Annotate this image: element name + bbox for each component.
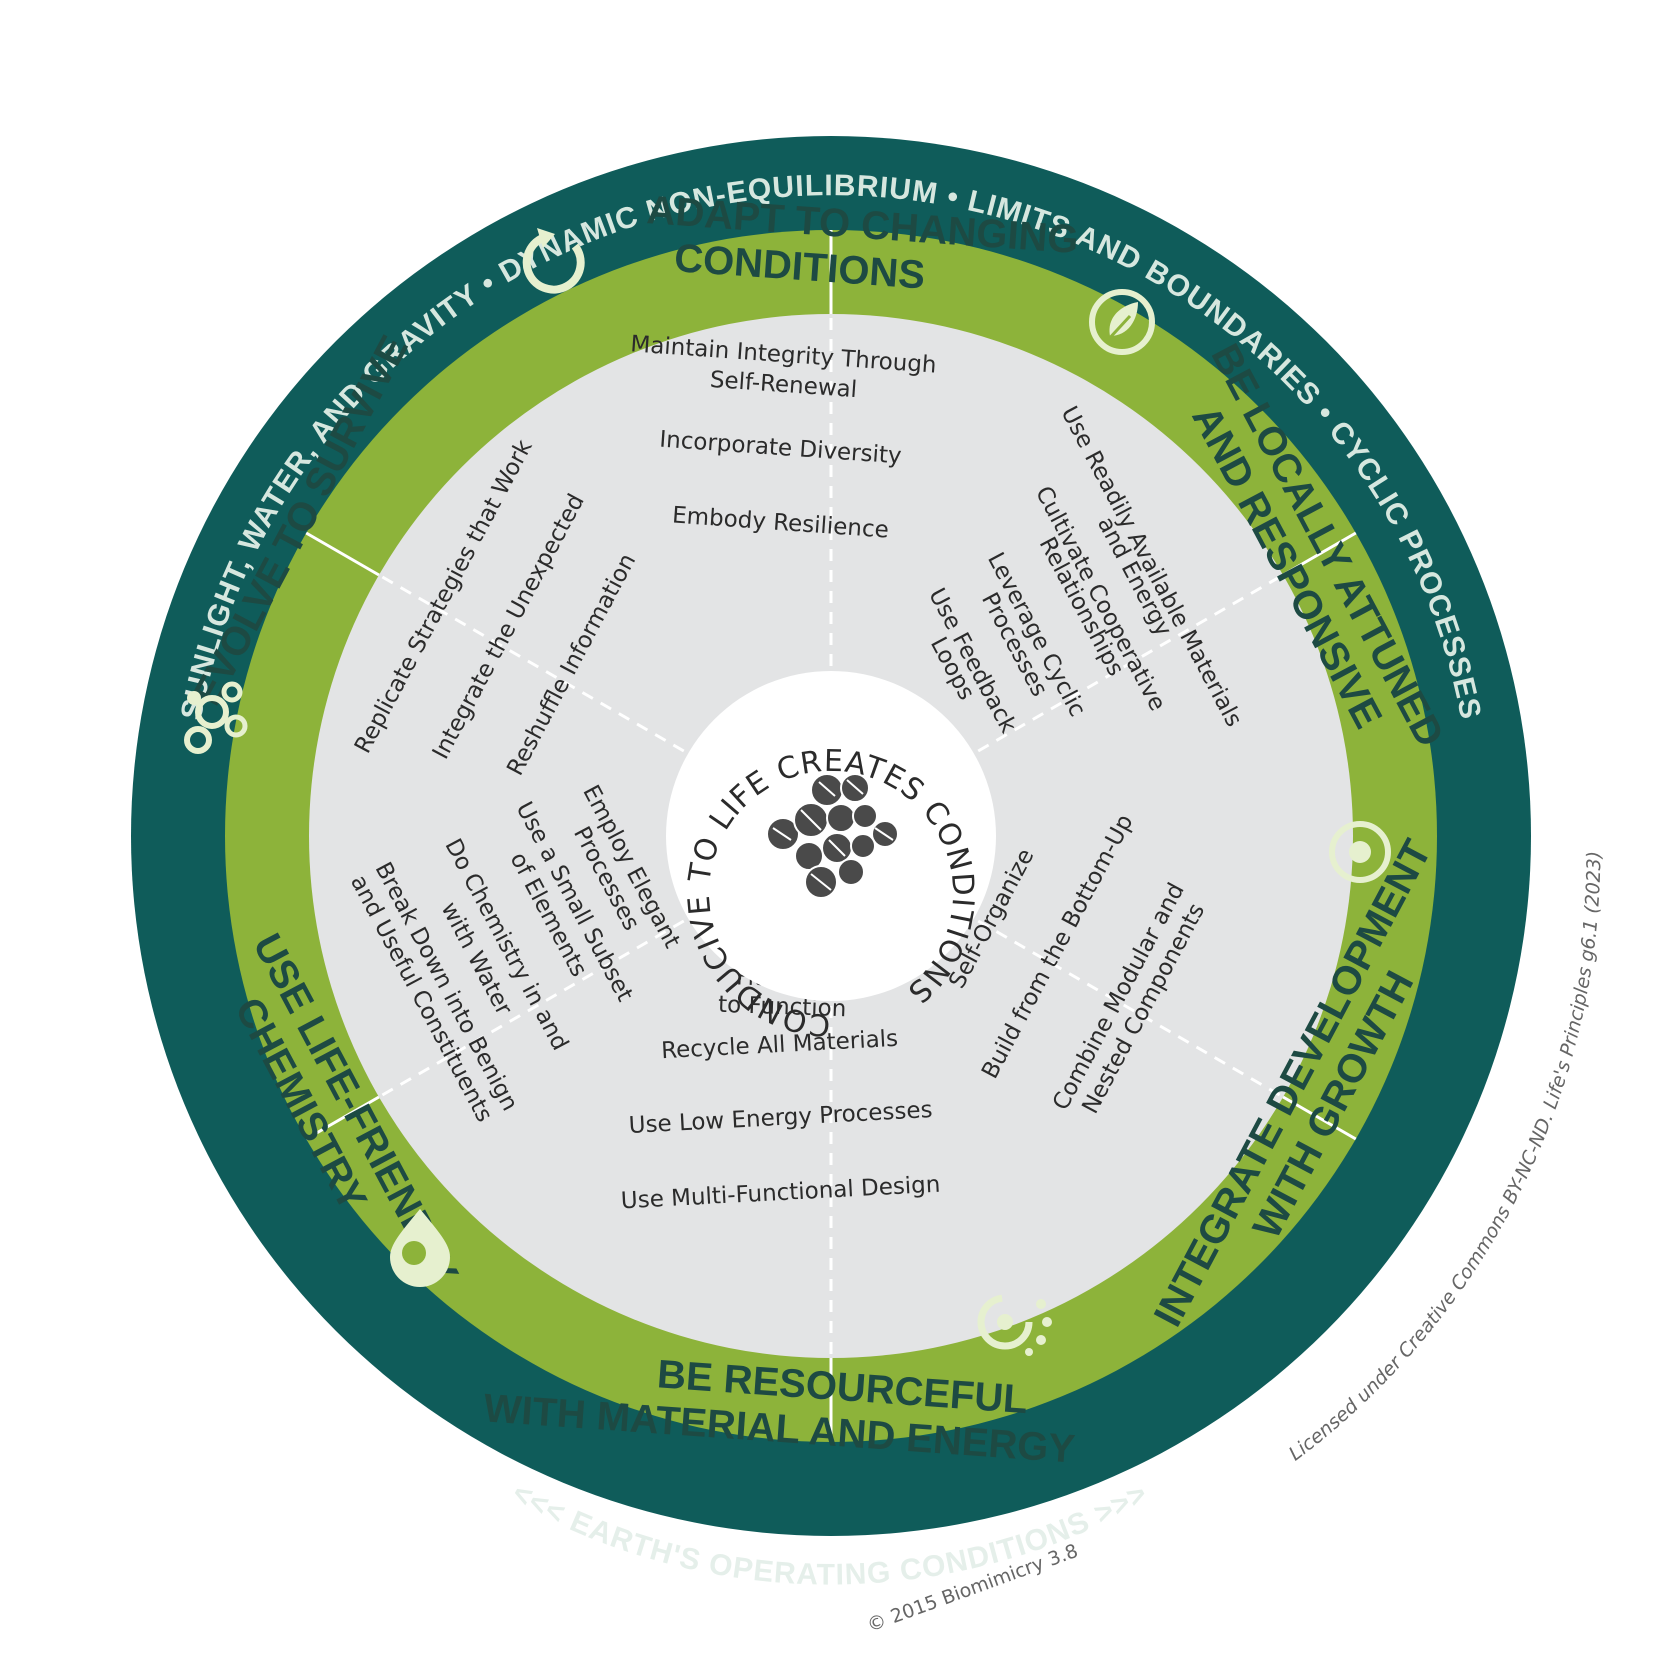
inner-divider-4 bbox=[378, 919, 685, 1099]
inner-divider-2 bbox=[977, 919, 1284, 1099]
dotted-spiral-icon bbox=[977, 1294, 1052, 1356]
seed-cluster-icon bbox=[766, 773, 899, 899]
droplet-icon bbox=[390, 1209, 450, 1287]
inner-divider-1 bbox=[977, 573, 1284, 753]
band-divider-2 bbox=[1282, 1095, 1357, 1141]
inner-divider-5 bbox=[378, 573, 685, 753]
inner-dividers bbox=[378, 314, 1284, 1358]
band-divider-1 bbox=[1282, 531, 1357, 577]
band-dividers bbox=[305, 230, 1357, 1442]
bubbles-icon bbox=[184, 681, 248, 754]
band-divider-4 bbox=[305, 1095, 380, 1141]
circular-arrow-icon bbox=[522, 228, 585, 294]
leaf-icon bbox=[1089, 289, 1155, 355]
target-icon bbox=[1329, 821, 1391, 883]
band-divider-5 bbox=[305, 531, 380, 577]
